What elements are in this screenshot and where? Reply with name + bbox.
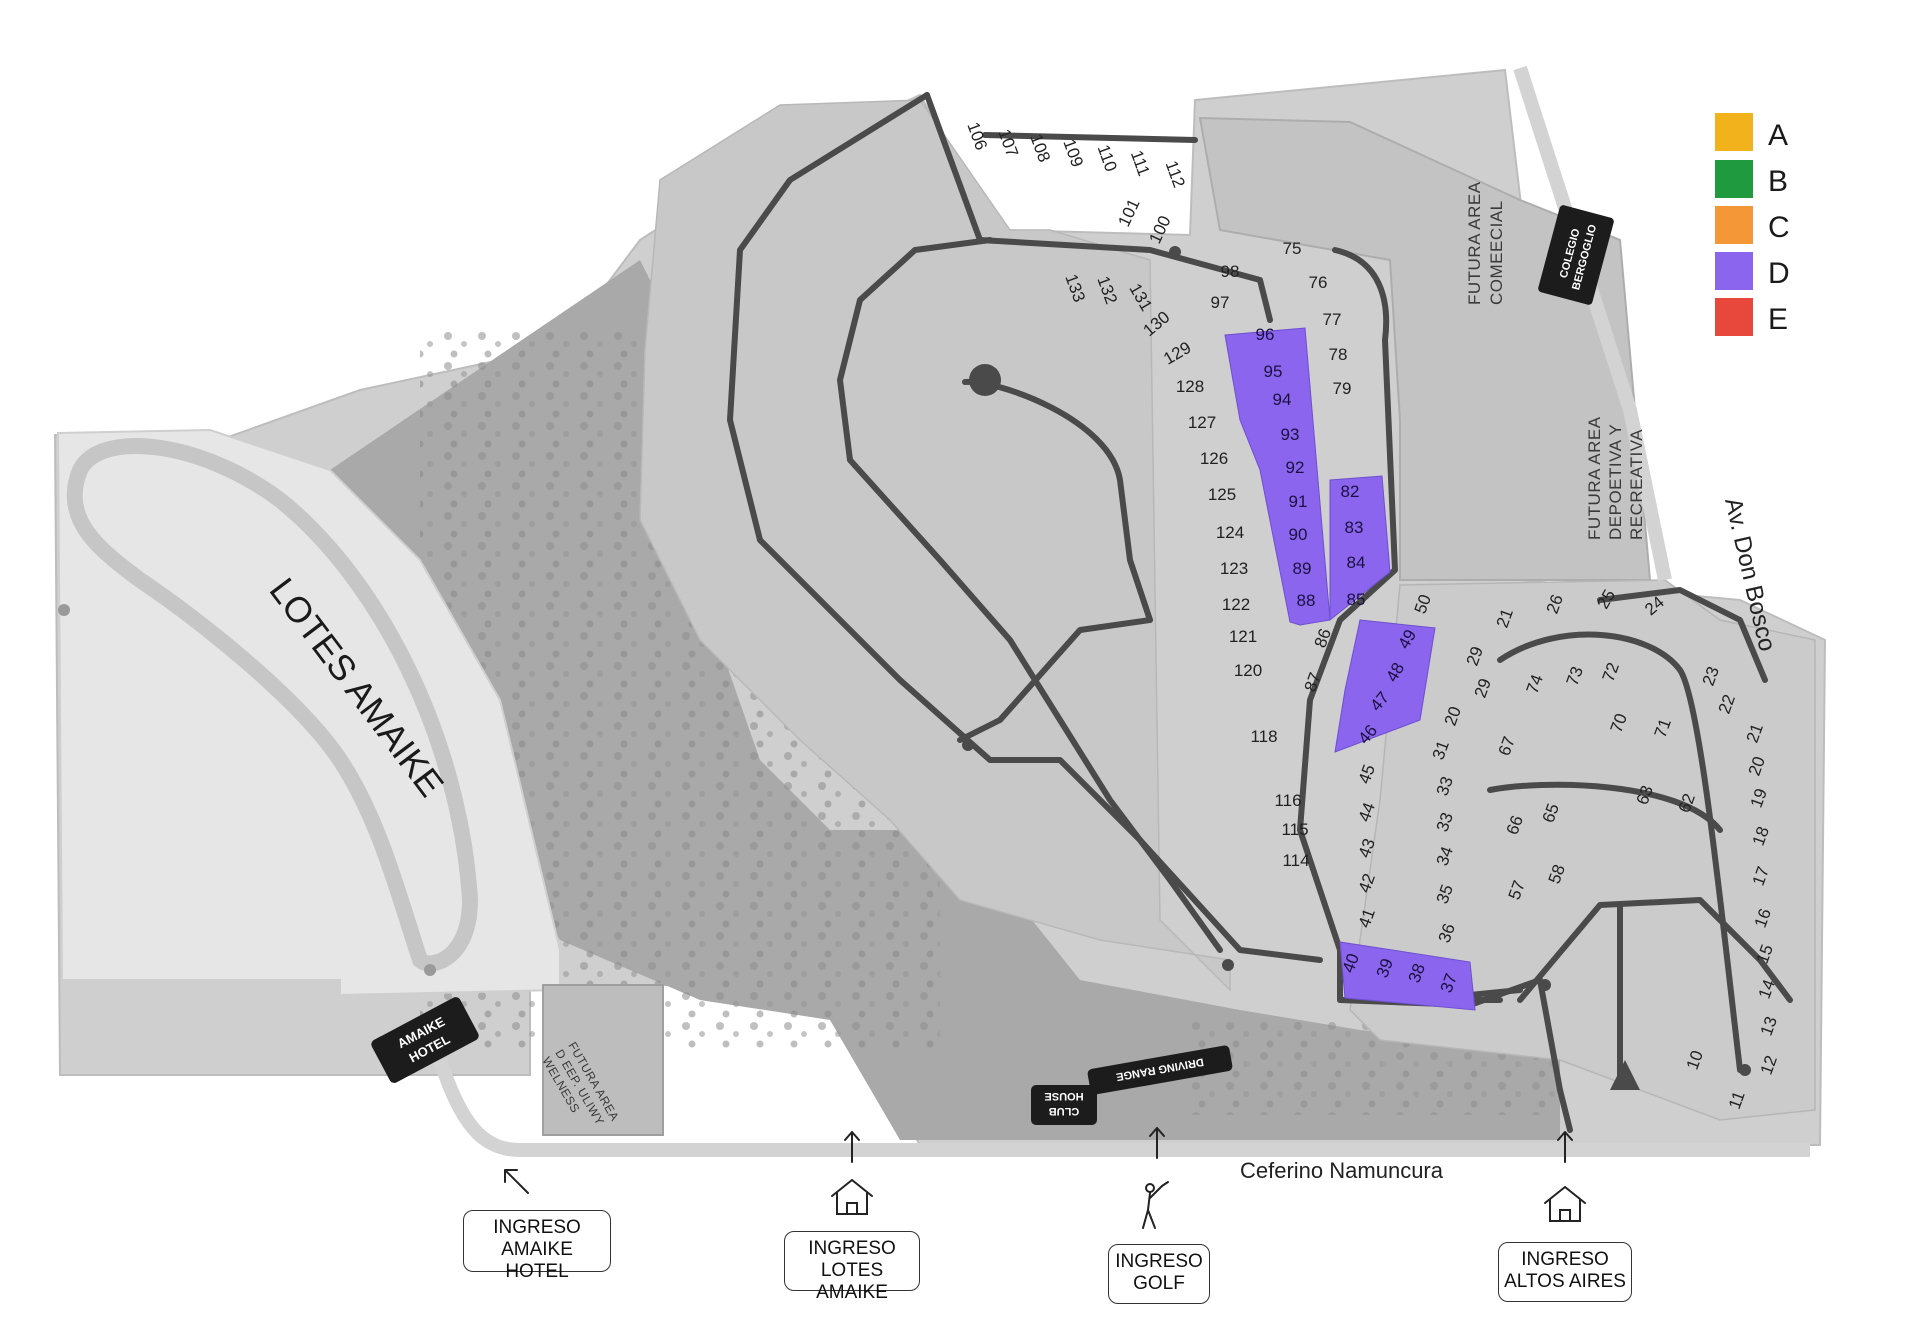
lot-number-75: 75: [1283, 239, 1302, 258]
lot-block-northwest: [639, 99, 1231, 992]
lot-highlight-40-37: [1339, 941, 1476, 1011]
lot-number-82: 82: [1341, 482, 1360, 501]
futura-deportiva-label-1: FUTURA AREA: [1585, 416, 1604, 540]
lot-number-78: 78: [1329, 345, 1348, 364]
legend-swatch-a: [1715, 113, 1753, 151]
lot-number-127: 127: [1188, 413, 1216, 432]
entrance-lotes-amaike[interactable]: INGRESO LOTES AMAIKE: [784, 1231, 920, 1303]
futura-comercial-label-2: COMEECIAL: [1487, 200, 1506, 305]
entrance-altos-aires-line1: INGRESO: [1521, 1249, 1609, 1270]
don-bosco-road: [1513, 65, 1672, 582]
legend-label-d: D: [1768, 257, 1790, 290]
lot-number-116: 116: [1274, 791, 1301, 810]
lot-number-123: 123: [1220, 559, 1248, 578]
entrance-icons: [504, 1127, 1586, 1229]
house-icon: [831, 1178, 873, 1215]
commercial-area: [1198, 116, 1652, 581]
lot-highlight-96-88: [1224, 327, 1331, 626]
house-icon-altos: [1544, 1185, 1586, 1222]
entrance-amaike-hotel[interactable]: INGRESO AMAIKE HOTEL: [463, 1210, 611, 1282]
lot-number-107: 107: [994, 127, 1022, 160]
lot-number-128: 128: [1176, 377, 1204, 396]
legend-label-e: E: [1768, 303, 1788, 336]
lot-number-88: 88: [1297, 591, 1316, 610]
entrance-lotes-amaike-line1: INGRESO: [808, 1238, 896, 1259]
golfer-icon: [1142, 1181, 1169, 1229]
lot-number-122: 122: [1222, 595, 1250, 614]
lot-number-79: 79: [1333, 379, 1352, 398]
lot-number-11: 11: [1725, 1089, 1749, 1112]
legend-swatch-d: [1715, 252, 1753, 290]
road-roundabout: [969, 364, 1001, 396]
road-end-triangle: [1610, 1060, 1640, 1090]
lot-number-106: 106: [963, 120, 991, 153]
lot-number-98: 98: [1221, 262, 1240, 281]
legend-label-a: A: [1768, 119, 1788, 152]
entrance-golf-line1: INGRESO: [1115, 1251, 1203, 1272]
lot-number-96: 96: [1256, 325, 1275, 344]
entrance-altos-aires-line2: ALTOS AIRES: [1504, 1271, 1626, 1292]
lot-number-112: 112: [1162, 158, 1189, 190]
lot-number-93: 93: [1281, 425, 1300, 444]
street-ceferino-label: Ceferino Namuncura: [1240, 1158, 1444, 1183]
lot-number-92: 92: [1286, 458, 1305, 477]
lot-number-83: 83: [1345, 518, 1364, 537]
entrance-amaike-hotel-line1: INGRESO: [493, 1217, 581, 1238]
legend-label-c: C: [1768, 211, 1790, 244]
lotes-amaike-road: [66, 438, 479, 972]
lot-number-101: 101: [1114, 196, 1143, 230]
entrance-golf-line2: GOLF: [1133, 1273, 1185, 1294]
lot-number-118: 118: [1250, 727, 1277, 746]
lot-highlight-49-46: [1334, 619, 1436, 753]
lot-number-84: 84: [1347, 553, 1366, 572]
futura-comercial-label-1: FUTURA AREA: [1465, 181, 1484, 305]
legend-swatch-e: [1715, 298, 1753, 336]
lot-number-115: 115: [1281, 820, 1308, 839]
legend-swatch-b: [1715, 160, 1753, 198]
lot-number-110: 110: [1094, 142, 1121, 174]
wellness-area: [542, 984, 664, 1136]
arrow-up-icon-lotes: [844, 1131, 860, 1163]
arrow-up-left-icon: [504, 1169, 529, 1194]
entrance-altos-aires[interactable]: INGRESO ALTOS AIRES: [1498, 1242, 1632, 1302]
club-house-badge: CLUB HOUSE: [1031, 1085, 1097, 1125]
futura-deportiva-label-3: RECREATIVA: [1627, 429, 1646, 540]
futura-deportiva-label-2: DEPOETIVA Y: [1606, 424, 1625, 540]
club-house-badge-line1: CLUB: [1049, 1105, 1080, 1117]
legend: A B C D E: [1715, 113, 1790, 336]
lot-number-109: 109: [1059, 137, 1087, 170]
lot-number-90: 90: [1289, 525, 1308, 544]
amaike-hotel-road: [433, 1057, 1810, 1157]
entrance-lotes-amaike-line2: LOTES AMAIKE: [816, 1260, 888, 1303]
club-house-badge-line2: HOUSE: [1044, 1090, 1083, 1102]
highlighted-lots: [1224, 327, 1476, 1011]
colegio-badge: COLEGIO BERGOGLIO: [1538, 205, 1614, 305]
lot-number-114: 114: [1282, 851, 1309, 870]
lot-number-121: 121: [1229, 627, 1257, 646]
lot-number-124: 124: [1216, 523, 1244, 542]
lot-highlight-82-85: [1329, 475, 1391, 622]
lot-number-111: 111: [1127, 148, 1154, 179]
lot-number-95: 95: [1264, 362, 1283, 381]
lot-number-126: 126: [1200, 449, 1228, 468]
lot-number-94: 94: [1273, 390, 1292, 409]
legend-swatch-c: [1715, 206, 1753, 244]
lot-number-76: 76: [1309, 273, 1328, 292]
legend-label-b: B: [1768, 165, 1788, 198]
entrance-golf[interactable]: INGRESO GOLF: [1108, 1244, 1210, 1304]
lot-number-125: 125: [1208, 485, 1236, 504]
entrance-amaike-hotel-line2: AMAIKE HOTEL: [501, 1239, 573, 1282]
lot-number-97: 97: [1211, 293, 1230, 312]
arrow-up-icon-golf: [1149, 1127, 1165, 1159]
lot-number-120: 120: [1234, 661, 1262, 680]
roads: [727, 92, 1793, 1133]
lot-number-77: 77: [1323, 310, 1342, 329]
lot-number-91: 91: [1289, 492, 1308, 511]
lot-number-85: 85: [1347, 590, 1366, 609]
arrow-up-icon-altos: [1557, 1131, 1573, 1163]
lot-number-89: 89: [1293, 559, 1312, 578]
